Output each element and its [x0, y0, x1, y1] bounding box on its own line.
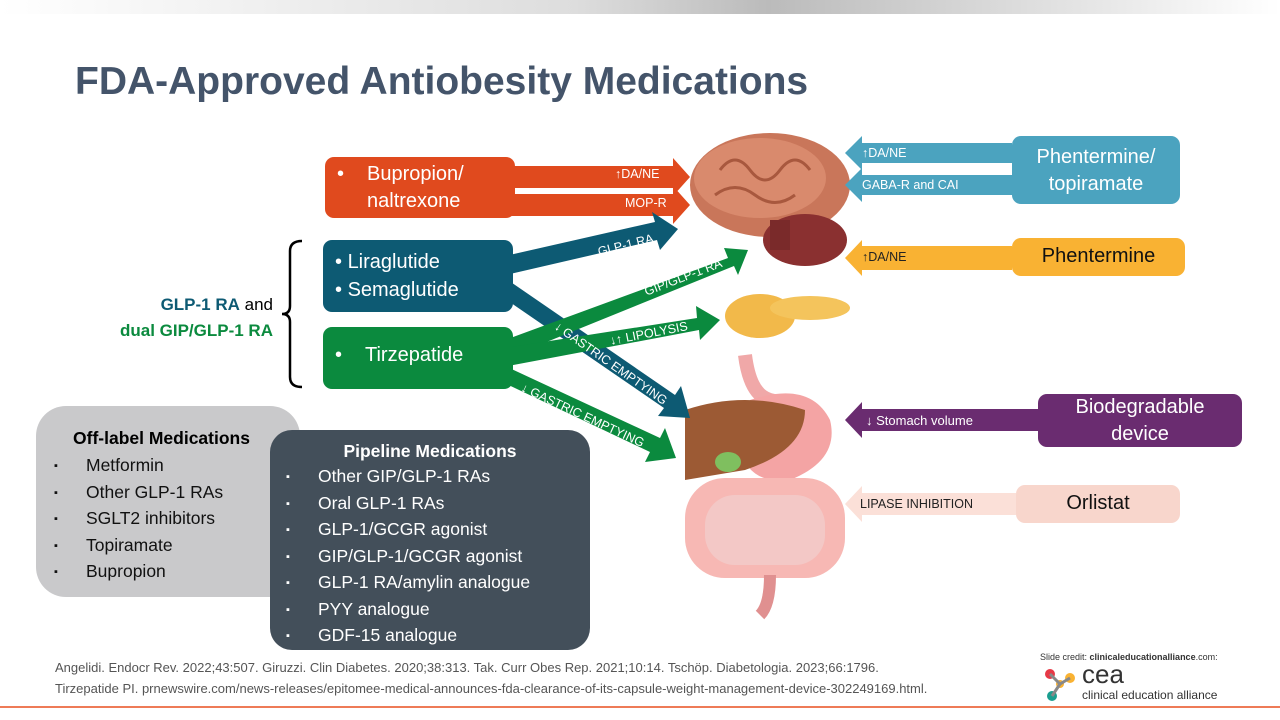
glp1-ra-box: • Liraglutide • Semaglutide — [323, 240, 513, 312]
semaglutide-label: Semaglutide — [347, 279, 459, 301]
tirzepatide-box: •Tirzepatide — [323, 327, 513, 389]
list-item: PYY analogue — [268, 597, 590, 624]
list-item: GDF-15 analogue — [268, 623, 590, 650]
group-bracket — [281, 239, 303, 389]
bupropion-label: Bupropion/ — [367, 163, 464, 185]
label-bupropion-dane: ↑DA/NE — [615, 167, 660, 181]
liraglutide-label: Liraglutide — [347, 251, 440, 273]
digestive-system-illustration — [685, 353, 845, 620]
naltrexone-label: naltrexone — [367, 190, 461, 212]
phentermine-box: Phentermine — [1012, 238, 1185, 276]
off-label-medications-panel: Off-label Medications Metformin Other GL… — [36, 406, 300, 597]
label-orlistat: LIPASE INHIBITION — [860, 497, 973, 511]
pipeline-list: Other GIP/GLP-1 RAs Oral GLP-1 RAs GLP-1… — [268, 464, 590, 650]
arrow-phentopi-dane — [845, 136, 1012, 170]
cea-logo-icon — [1045, 669, 1075, 701]
arrow-orlistat — [845, 486, 1016, 522]
list-item: Topiramate — [36, 533, 300, 560]
arrow-tirz-brain — [505, 248, 748, 356]
arrow-phentermine — [845, 240, 1012, 276]
label-bupropion-mopr: MOP-R — [625, 196, 667, 210]
arrow-phentopi-gaba — [845, 168, 1012, 202]
list-item: Bupropion — [36, 559, 300, 586]
pipeline-title: Pipeline Medications — [343, 441, 517, 461]
arrow-glp1-brain — [505, 212, 678, 274]
list-item: Metformin — [36, 453, 300, 480]
top-gradient-bar — [0, 0, 1280, 14]
phentermine-topiramate-box: Phentermine/topiramate — [1012, 136, 1180, 204]
label-device: ↓ Stomach volume — [866, 413, 973, 428]
pancreas-illustration — [725, 294, 850, 338]
off-label-list: Metformin Other GLP-1 RAs SGLT2 inhibito… — [36, 453, 300, 586]
references: Angelidi. Endocr Rev. 2022;43:507. Giruz… — [55, 660, 928, 696]
page-title: FDA-Approved Antiobesity Medications — [75, 60, 809, 103]
list-item: GLP-1/GCGR agonist — [268, 517, 590, 544]
off-label-title: Off-label Medications — [73, 428, 250, 448]
arrow-device — [845, 402, 1038, 438]
arrow-bupropion-mopr — [510, 186, 690, 224]
tirzepatide-label: Tirzepatide — [365, 344, 464, 366]
label-phentopi-gaba: GABA-R and CAI — [862, 178, 959, 192]
pipeline-medications-panel: Pipeline Medications Other GIP/GLP-1 RAs… — [270, 430, 590, 650]
bupropion-naltrexone-box: •Bupropion/ naltrexone — [325, 157, 515, 218]
list-item: GLP-1 RA/amylin analogue — [268, 570, 590, 597]
arrow-tirz-gut — [498, 366, 676, 462]
list-item: Other GLP-1 RAs — [36, 480, 300, 507]
brain-illustration — [690, 133, 850, 266]
slide-credit: Slide credit: clinicaleducationalliance.… — [1040, 652, 1218, 662]
footer-line — [0, 706, 1280, 708]
list-item: Other GIP/GLP-1 RAs — [268, 464, 590, 491]
arrow-tirz-pancreas — [505, 306, 720, 366]
label-phentopi-dane: ↑DA/NE — [862, 146, 907, 160]
list-item: Oral GLP-1 RAs — [268, 491, 590, 518]
group-label: GLP-1 RA and dual GIP/GLP-1 RA — [119, 295, 273, 340]
list-item: SGLT2 inhibitors — [36, 506, 300, 533]
arrow-bupropion-dane — [510, 158, 690, 196]
cea-logo: cea clinical education alliance — [1042, 660, 1217, 707]
list-item: GIP/GLP-1/GCGR agonist — [268, 544, 590, 571]
label-phentermine: ↑DA/NE — [862, 250, 907, 264]
orlistat-box: Orlistat — [1016, 485, 1180, 523]
